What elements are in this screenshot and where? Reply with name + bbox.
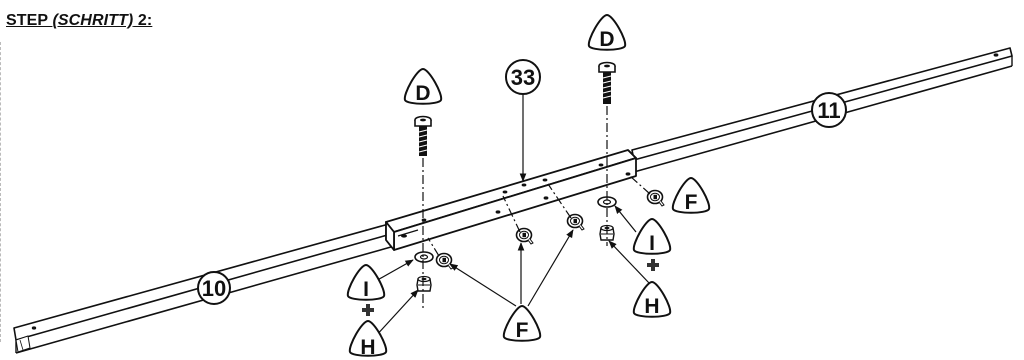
callout-nut-h-left: H	[348, 319, 388, 359]
washer-i-right-label: I	[649, 232, 655, 255]
step-translation: (SCHRITT)	[52, 12, 134, 29]
callout-washer-i-right: I	[632, 217, 672, 255]
washer-i-left	[414, 251, 434, 263]
bolt-d-left	[414, 115, 432, 156]
bolt-d-left-label: D	[415, 82, 430, 105]
step-title: STEP (SCHRITT) 2:	[6, 12, 152, 30]
callout-screw-f-right: F	[671, 176, 711, 214]
callout-bolt-d-right: D	[587, 13, 627, 51]
nut-h-right-label: H	[644, 295, 659, 318]
washer-i-left-label: I	[363, 278, 369, 301]
bolt-d-right	[598, 61, 616, 104]
bolt-d-right-label: D	[599, 28, 614, 51]
part-33-label: 33	[511, 65, 535, 90]
screw-f-group-label: F	[516, 319, 529, 342]
step-prefix: STEP	[6, 12, 53, 29]
callout-bolt-d-left: D	[403, 67, 443, 105]
part-10-label: 10	[202, 276, 226, 301]
screw-f-right-label: F	[685, 191, 698, 214]
callout-part-33: 33	[505, 59, 541, 95]
callout-washer-i-left: I	[346, 263, 386, 301]
nut-h-left-label: H	[360, 336, 375, 359]
assembly-guide-lines	[422, 106, 651, 308]
part-11-label: 11	[817, 98, 840, 123]
callout-part-11: 11	[811, 92, 847, 128]
page-edge-line	[0, 42, 1, 342]
plus-icon	[362, 259, 659, 316]
leader-arrows	[373, 94, 651, 339]
nut-h-left	[416, 275, 432, 292]
callout-nut-h-right: H	[632, 280, 672, 318]
callout-screw-f-group: F	[502, 304, 542, 342]
screw-f-right	[646, 189, 665, 207]
step-suffix: 2:	[133, 12, 153, 29]
connector-33	[385, 149, 637, 251]
callout-part-10: 10	[197, 271, 231, 305]
